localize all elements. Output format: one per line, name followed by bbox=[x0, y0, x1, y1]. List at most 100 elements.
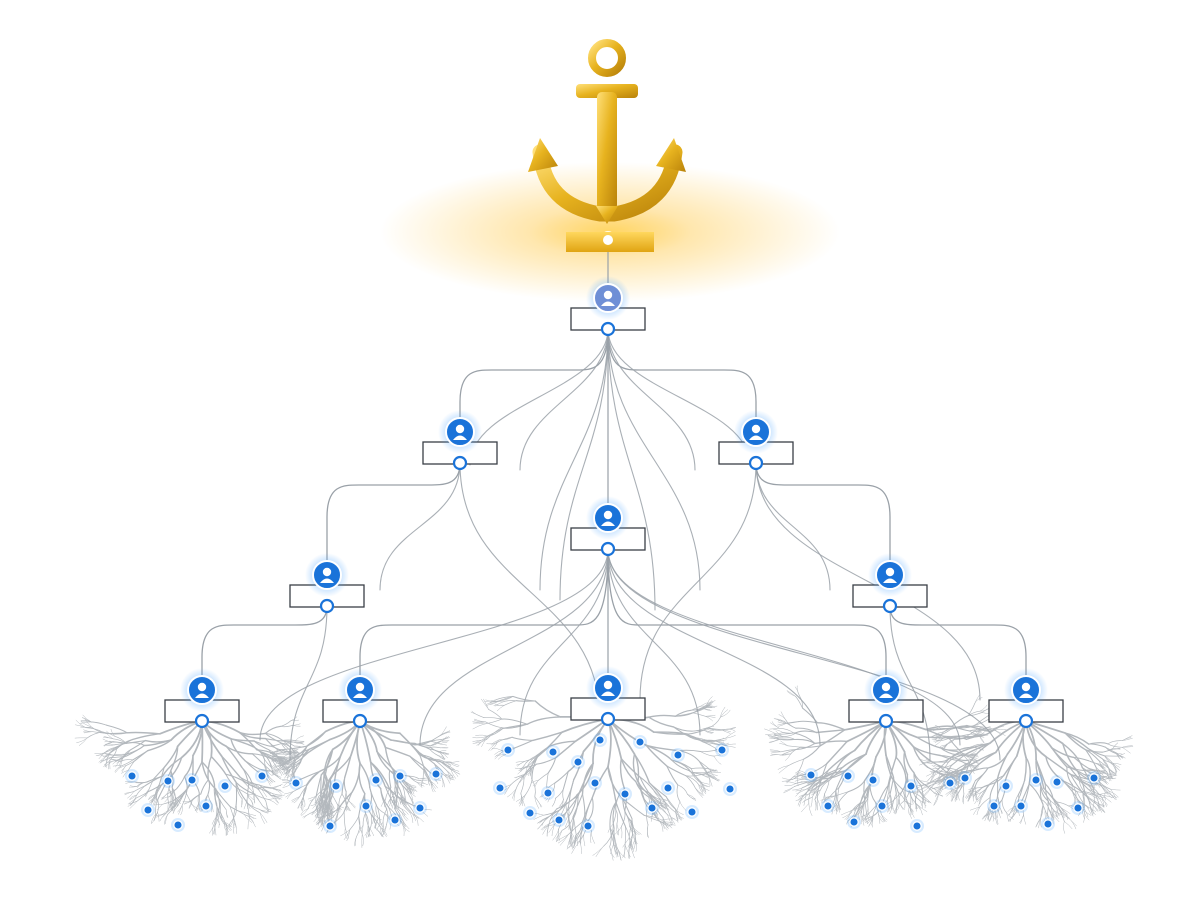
leaf-dot-icon bbox=[393, 769, 407, 783]
node-l1b[interactable] bbox=[718, 410, 794, 471]
node-l2b[interactable] bbox=[570, 496, 646, 557]
leaf-dot-icon bbox=[541, 786, 555, 800]
connector-root-fan-6 bbox=[559, 328, 609, 601]
port-ring-icon bbox=[319, 598, 335, 614]
connector-l2b-fan-2 bbox=[519, 548, 609, 736]
leaf-dot-icon bbox=[1087, 771, 1101, 785]
port-ring-icon bbox=[882, 598, 898, 614]
leaf-dot-icon bbox=[388, 813, 402, 827]
connector-root-fan-0 bbox=[519, 328, 609, 471]
node-l2a[interactable] bbox=[289, 553, 365, 614]
leaf-dot-icon bbox=[661, 781, 675, 795]
root-node[interactable] bbox=[570, 276, 646, 337]
leaf-dot-icon bbox=[161, 774, 175, 788]
connector-l2c-l3e bbox=[889, 605, 1027, 678]
user-icon bbox=[345, 675, 375, 705]
connector-l1b-fan-1 bbox=[639, 462, 757, 701]
user-icon bbox=[312, 560, 342, 590]
nodes bbox=[164, 276, 1064, 729]
leaf-dot-icon bbox=[552, 813, 566, 827]
leaf-dot-icon bbox=[618, 787, 632, 801]
leaf-dot-icon bbox=[571, 755, 585, 769]
connector-l2b-fan-3 bbox=[607, 548, 701, 736]
user-icon bbox=[871, 675, 901, 705]
connector-l2c-fan-0 bbox=[889, 605, 931, 761]
leaf-dot-icon bbox=[501, 743, 515, 757]
port-ring-icon bbox=[452, 455, 468, 471]
port-ring-icon bbox=[600, 321, 616, 337]
node-l3b[interactable] bbox=[322, 668, 398, 729]
leaf-dot-icon bbox=[218, 779, 232, 793]
leaf-dot-icon bbox=[1029, 773, 1043, 787]
leaf-dot-icon bbox=[904, 779, 918, 793]
connector-l1b-fan-0 bbox=[755, 462, 831, 591]
port-ring-icon bbox=[600, 711, 616, 727]
leaf-dot-icon bbox=[329, 779, 343, 793]
connector-root-l1b bbox=[607, 328, 757, 420]
leaf-dot-icon bbox=[943, 776, 957, 790]
connector-l2b-l3d bbox=[607, 548, 887, 678]
leaf-dot-icon bbox=[875, 799, 889, 813]
leaf-dot-icon bbox=[141, 803, 155, 817]
connector-l2b-fan-4 bbox=[607, 548, 821, 746]
node-l3a[interactable] bbox=[164, 668, 240, 729]
user-icon bbox=[875, 560, 905, 590]
connector-root-fan-3 bbox=[607, 328, 701, 591]
port-ring-icon bbox=[194, 713, 210, 729]
leaf-dot-icon bbox=[841, 769, 855, 783]
leaf-dot-icon bbox=[493, 781, 507, 795]
leaf-dot-icon bbox=[847, 815, 861, 829]
leaf-dot-icon bbox=[1050, 775, 1064, 789]
connector-l2b-fan-1 bbox=[419, 548, 609, 746]
leaf-dot-icon bbox=[369, 773, 383, 787]
leaf-dot-icon bbox=[523, 806, 537, 820]
user-icon bbox=[593, 503, 623, 533]
leaf-dot-icon bbox=[723, 782, 737, 796]
leaf-dot-icon bbox=[413, 801, 427, 815]
connector-l2a-fan-0 bbox=[289, 605, 328, 761]
node-l3d[interactable] bbox=[848, 668, 924, 729]
node-l3c[interactable] bbox=[570, 666, 646, 727]
leaf-dot-icon bbox=[359, 799, 373, 813]
leaf-dot-icon bbox=[581, 819, 595, 833]
leaf-dot-icon bbox=[255, 769, 269, 783]
leaf-dot-icon bbox=[429, 767, 443, 781]
connector-l1a-l2a bbox=[326, 462, 461, 563]
leaf-dot-icon bbox=[1041, 817, 1055, 831]
connector-l1a-fan-0 bbox=[379, 462, 461, 591]
leaf-dot-icon bbox=[125, 769, 139, 783]
port-ring-icon bbox=[600, 541, 616, 557]
leaf-dot-icon bbox=[1071, 801, 1085, 815]
leaf-dot-icon bbox=[999, 779, 1013, 793]
user-icon bbox=[187, 675, 217, 705]
port-ring-icon bbox=[748, 455, 764, 471]
connector-l1b-fan-2 bbox=[755, 462, 981, 701]
leaf-dot-icon bbox=[633, 735, 647, 749]
leaf-dot-icon bbox=[588, 776, 602, 790]
user-icon bbox=[445, 417, 475, 447]
leaf-dot-icon bbox=[593, 733, 607, 747]
user-icon bbox=[1011, 675, 1041, 705]
connector-l2b-l3b bbox=[359, 548, 609, 678]
leaf-dot-icon bbox=[645, 801, 659, 815]
port-ring-icon bbox=[1018, 713, 1034, 729]
node-l2c[interactable] bbox=[852, 553, 928, 614]
port-ring-icon bbox=[352, 713, 368, 729]
leaf-dot-icon bbox=[821, 799, 835, 813]
leaf-dot-icon bbox=[289, 776, 303, 790]
connector-root-fan-7 bbox=[607, 328, 656, 611]
port-ring-icon bbox=[878, 713, 894, 729]
leaf-dot-icon bbox=[546, 745, 560, 759]
node-l3e[interactable] bbox=[988, 668, 1064, 729]
connector-root-l1a bbox=[459, 328, 609, 420]
leaf-dot-icon bbox=[685, 805, 699, 819]
node-l1a[interactable] bbox=[422, 410, 498, 471]
connector-l2a-l3a bbox=[201, 605, 328, 678]
leaf-dot-icon bbox=[323, 819, 337, 833]
connector-l2b-fan-0 bbox=[259, 548, 609, 741]
leaf-dot-icon bbox=[671, 748, 685, 762]
leaf-dot-icon bbox=[804, 768, 818, 782]
leaf-dot-icon bbox=[987, 799, 1001, 813]
leaf-dot-icon bbox=[910, 819, 924, 833]
user-icon bbox=[593, 673, 623, 703]
